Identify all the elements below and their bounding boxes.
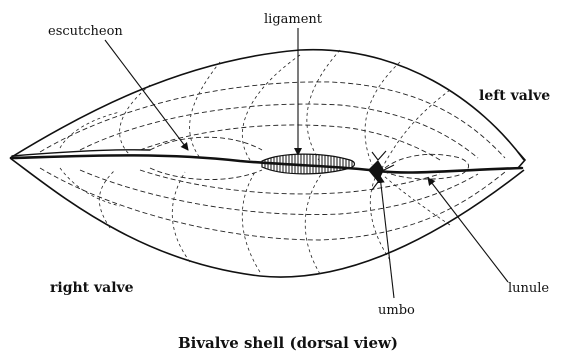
umbo-leader xyxy=(380,176,394,298)
label-right-valve: right valve xyxy=(50,280,134,296)
ligament-shape xyxy=(262,154,355,174)
figure-caption: Bivalve shell (dorsal view) xyxy=(178,334,398,352)
label-ligament: ligament xyxy=(264,12,323,27)
label-lunule: lunule xyxy=(508,281,549,296)
label-left-valve: left valve xyxy=(479,88,550,104)
escutcheon-leader xyxy=(105,40,188,150)
label-umbo: umbo xyxy=(378,303,415,318)
label-escutcheon: escutcheon xyxy=(48,24,123,39)
lunule-leader xyxy=(428,178,508,282)
